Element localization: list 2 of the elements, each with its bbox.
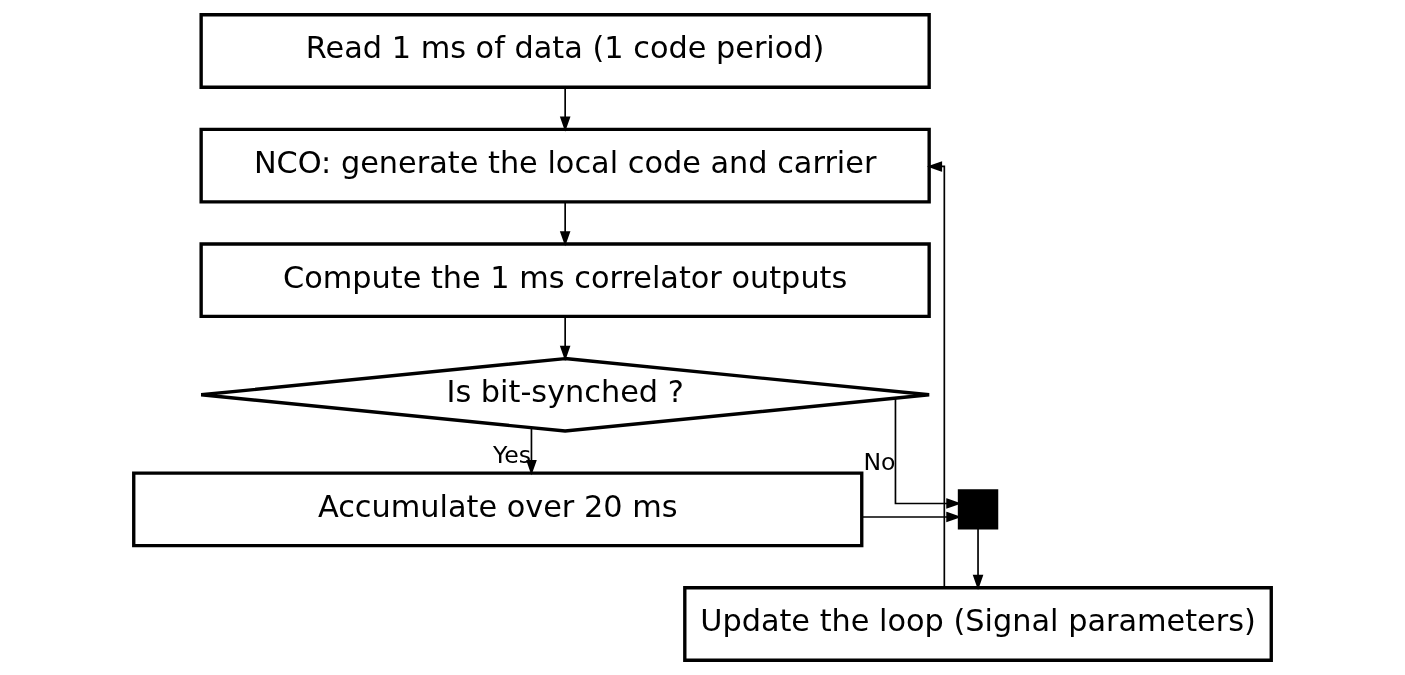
edge-label: No <box>863 448 896 477</box>
edge-label: Yes <box>493 441 532 470</box>
